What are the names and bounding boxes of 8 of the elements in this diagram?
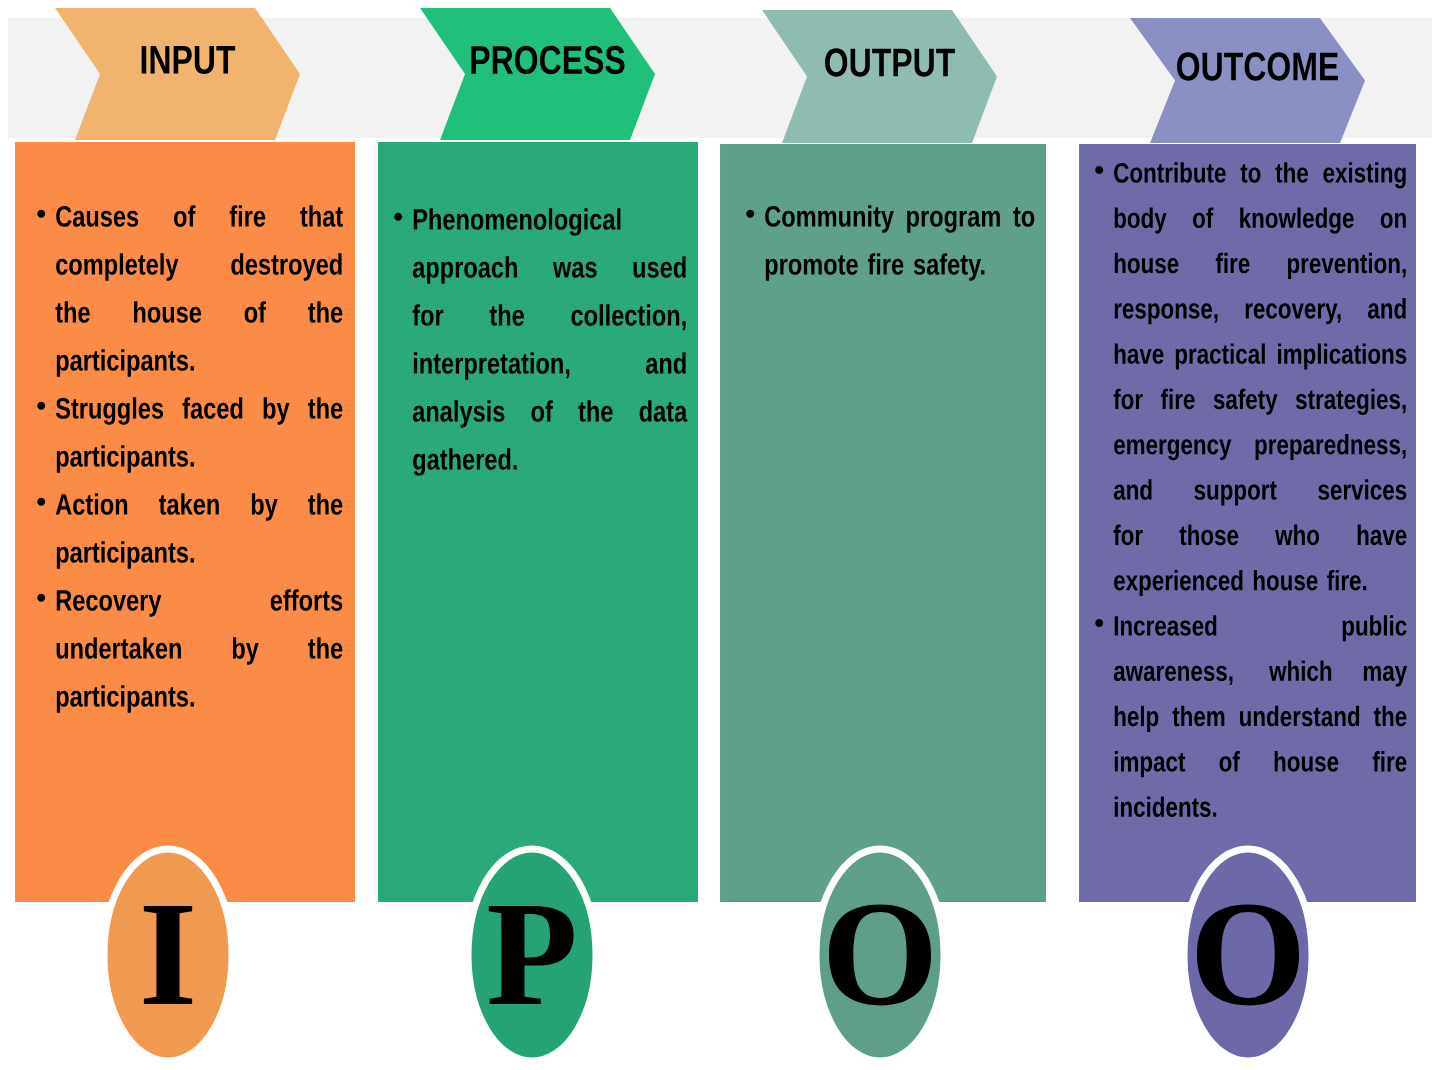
content-box: Contribute to the existing body of knowledge on house fire prevention, response, recovery, and have practical implications for fire safety strategies, emergency preparedness, and support services for those who have experienced house fire. Increased public awareness, which may help them understand the impact of house fire incidents.: [1079, 144, 1416, 902]
content-box: Community program to promote fire safety.: [720, 144, 1046, 902]
content-box: Causes of fire that completely destroyed the house of the participants. Struggles faced by the participants. Action taken by the participants. Recovery efforts undertaken by the participants.: [15, 142, 355, 902]
chevron: INPUT: [55, 8, 300, 140]
chevron: OUTPUT: [762, 10, 997, 143]
chevron: PROCESS: [420, 8, 655, 140]
content-box: Phenomenological approach was used for the collection, interpretation, and analysis of the data gathered.: [378, 142, 698, 902]
chevron: OUTCOME: [1130, 18, 1365, 143]
